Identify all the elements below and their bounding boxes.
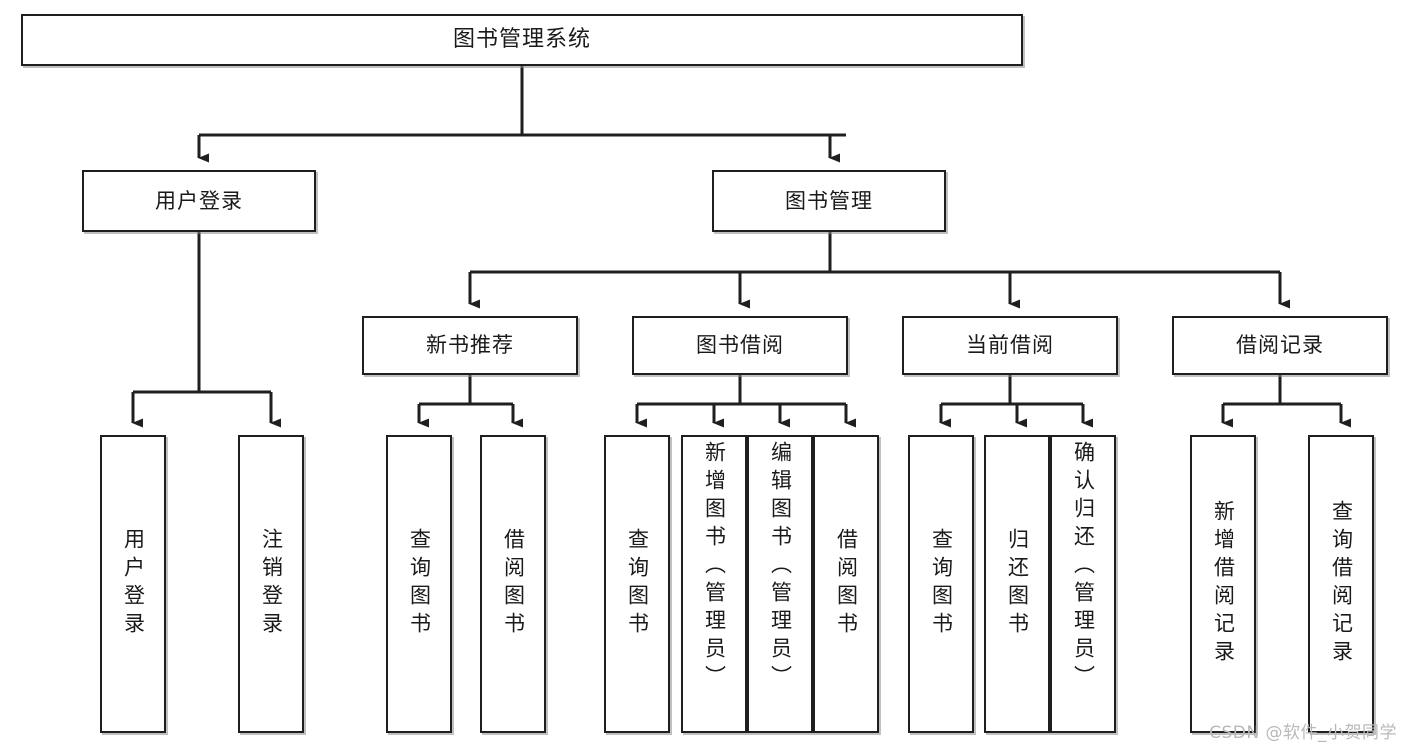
- node-book-manage[interactable]: 图书管理: [712, 170, 946, 232]
- node-label: 确认归还（管理员）: [1071, 441, 1096, 693]
- node-label: 新增图书（管理员）: [702, 441, 727, 693]
- node-label: 借阅图书: [834, 528, 859, 640]
- node-label: 新书推荐: [426, 333, 514, 358]
- node-new-book-rec[interactable]: 新书推荐: [362, 316, 578, 375]
- node-leaf-query-book-1[interactable]: 查询图书: [386, 435, 452, 733]
- node-leaf-edit-book[interactable]: 编辑图书（管理员）: [747, 435, 813, 733]
- node-label: 归还图书: [1005, 528, 1030, 640]
- node-label: 当前借阅: [966, 333, 1054, 358]
- node-label: 编辑图书（管理员）: [768, 441, 793, 693]
- node-user-login[interactable]: 用户登录: [82, 170, 316, 232]
- node-leaf-query-record[interactable]: 查询借阅记录: [1308, 435, 1374, 733]
- node-leaf-query-book-2[interactable]: 查询图书: [604, 435, 670, 733]
- node-leaf-confirm-return[interactable]: 确认归还（管理员）: [1050, 435, 1116, 733]
- node-root-system[interactable]: 图书管理系统: [21, 14, 1023, 66]
- node-current-borrow[interactable]: 当前借阅: [902, 316, 1118, 375]
- node-leaf-add-record[interactable]: 新增借阅记录: [1190, 435, 1256, 733]
- node-leaf-borrow-book-2[interactable]: 借阅图书: [813, 435, 879, 733]
- node-leaf-return-book[interactable]: 归还图书: [984, 435, 1050, 733]
- node-label: 用户登录: [155, 188, 243, 213]
- node-label: 图书借阅: [696, 333, 784, 358]
- node-label: 查询图书: [407, 528, 432, 640]
- node-leaf-user-login[interactable]: 用户登录: [100, 435, 166, 733]
- node-label: 借阅记录: [1236, 333, 1324, 358]
- node-label: 图书管理: [785, 188, 873, 213]
- node-leaf-logout[interactable]: 注销登录: [238, 435, 304, 733]
- node-label: 新增借阅记录: [1211, 500, 1236, 668]
- node-root-label: 图书管理系统: [452, 27, 591, 53]
- watermark: CSDN @软件_小贺同学: [1209, 723, 1397, 743]
- node-label: 借阅图书: [501, 528, 526, 640]
- node-leaf-borrow-book-1[interactable]: 借阅图书: [480, 435, 546, 733]
- node-leaf-query-book-3[interactable]: 查询图书: [908, 435, 974, 733]
- node-leaf-add-book[interactable]: 新增图书（管理员）: [681, 435, 747, 733]
- node-label: 注销登录: [259, 528, 284, 640]
- node-book-borrow[interactable]: 图书借阅: [632, 316, 848, 375]
- node-label: 查询借阅记录: [1329, 500, 1354, 668]
- node-label: 查询图书: [625, 528, 650, 640]
- node-label: 用户登录: [121, 528, 146, 640]
- node-borrow-record[interactable]: 借阅记录: [1172, 316, 1388, 375]
- node-label: 查询图书: [929, 528, 954, 640]
